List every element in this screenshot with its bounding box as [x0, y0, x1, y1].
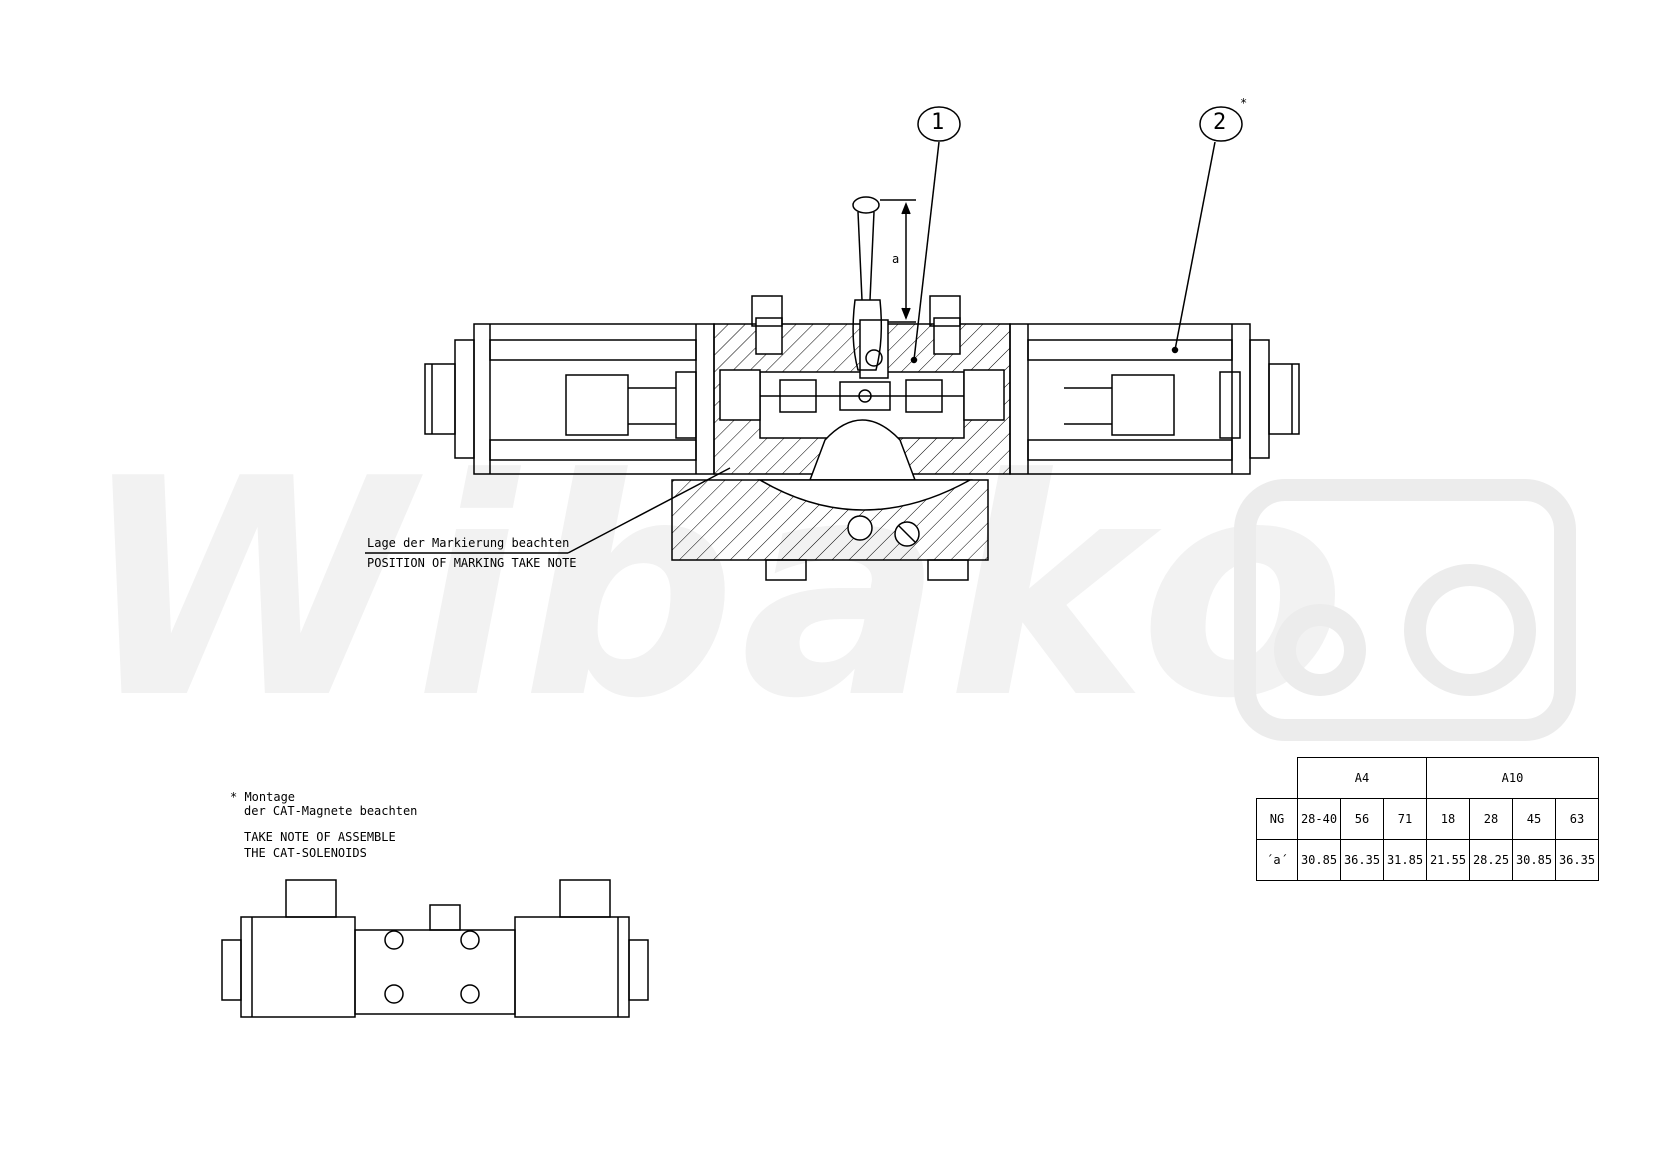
dimension-table: A4 A10 NG 28-40 56 71 18 28 45 63 ´a´ 30… — [1256, 757, 1599, 881]
base-plate — [671, 479, 989, 581]
marking-leader — [365, 467, 731, 554]
table-cell: 36.35 — [1340, 839, 1384, 881]
balloon-2 — [1171, 106, 1243, 354]
spool — [760, 349, 964, 413]
table-cell: 21.55 — [1426, 839, 1470, 881]
balloon-2-star: * — [1240, 96, 1248, 110]
left-solenoid — [424, 323, 715, 475]
row-label-ng: NG — [1256, 798, 1298, 840]
table-cell: 30.85 — [1512, 839, 1556, 881]
marking-note-en: POSITION OF MARKING TAKE NOTE — [367, 556, 577, 570]
dimension-a-label: a — [892, 252, 900, 266]
table-cell: 28 — [1469, 798, 1513, 840]
table-cell: 45 — [1512, 798, 1556, 840]
table-cell: 31.85 — [1383, 839, 1427, 881]
dimension-a — [880, 199, 916, 323]
balloon-2-label: 2 — [1213, 110, 1227, 135]
valve-body-section — [713, 317, 1011, 481]
bolt-left — [751, 295, 783, 327]
assembly-note-star: * Montage — [230, 790, 296, 804]
table-cell: 28-40 — [1297, 798, 1341, 840]
tractor-logo-icon — [1234, 479, 1576, 741]
hand-lever — [852, 196, 883, 371]
table-cell: 71 — [1383, 798, 1427, 840]
balloon-1 — [910, 106, 961, 364]
row-label-a: ´a´ — [1256, 839, 1298, 881]
assembly-note-de: der CAT-Magnete beachten — [244, 804, 418, 818]
assembly-note-en1: TAKE NOTE OF ASSEMBLE — [244, 830, 396, 844]
table-cell: 36.35 — [1555, 839, 1599, 881]
table-row: A4 A10 — [1257, 757, 1599, 799]
table-cell: 63 — [1555, 798, 1599, 840]
table-cell: 56 — [1340, 798, 1384, 840]
table-cell: 28.25 — [1469, 839, 1513, 881]
table-row: NG 28-40 56 71 18 28 45 63 — [1256, 798, 1599, 840]
bolt-right — [929, 295, 961, 327]
group-header-a10: A10 — [1426, 757, 1599, 799]
assembly-note-en2: THE CAT-SOLENOIDS — [244, 846, 367, 860]
marking-note-de: Lage der Markierung beachten — [367, 536, 570, 550]
balloon-1-label: 1 — [931, 110, 945, 135]
assembly-view — [221, 879, 649, 1018]
right-solenoid — [1009, 323, 1300, 475]
group-header-a4: A4 — [1297, 757, 1427, 799]
table-cell: 30.85 — [1297, 839, 1341, 881]
table-cell: 18 — [1426, 798, 1470, 840]
table-row: ´a´ 30.85 36.35 31.85 21.55 28.25 30.85 … — [1256, 839, 1599, 881]
